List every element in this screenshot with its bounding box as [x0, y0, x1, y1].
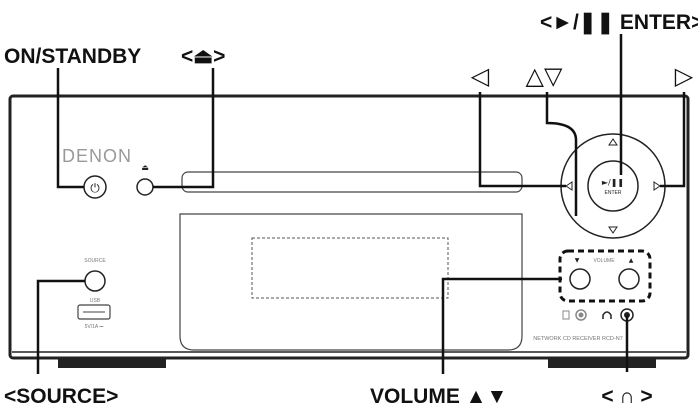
headphone-jack-icon [602, 311, 612, 319]
leader-up-down [545, 92, 578, 216]
leader-lines [36, 34, 686, 374]
callout-volume: VOLUME ▲▼ [370, 385, 507, 408]
callout-play-pause-enter: <►/❚❚ ENTER> [540, 11, 698, 35]
model-label: NETWORK CD RECEIVER RCD-N7 [533, 336, 623, 342]
up-arrow-mark [608, 138, 618, 146]
leader-right [660, 92, 686, 188]
callout-source: <SOURCE> [4, 385, 118, 408]
source-button[interactable] [84, 270, 106, 292]
mic-jack-icon [562, 310, 570, 320]
leader-left [478, 92, 566, 188]
usb-rating-label: 5V/1A ⎓ [85, 324, 104, 330]
leader-on-standby [56, 68, 84, 189]
volume-down-mark: ▼ [575, 257, 580, 264]
callout-eject: <⏏> [181, 45, 225, 68]
disc-slot [181, 171, 523, 193]
brand-logo: DENON [62, 146, 132, 166]
eject-icon: ⏏ [141, 163, 149, 172]
power-icon: ⏻ [90, 181, 100, 195]
callout-right-arrow: ▷ [675, 62, 694, 90]
volume-highlight-box [558, 249, 652, 303]
leader-volume [441, 277, 562, 374]
callout-on-standby: ON/STANDBY [4, 45, 141, 68]
source-label: SOURCE [84, 258, 106, 264]
display-area [251, 237, 449, 299]
callout-left-arrow: ◁ [471, 62, 490, 90]
enter-label: ENTER [605, 190, 622, 196]
usb-label: USB [90, 298, 101, 304]
leader-source [36, 279, 85, 374]
eject-button[interactable] [136, 178, 154, 196]
leader-eject [153, 68, 215, 189]
display-window [179, 213, 523, 351]
callout-headphones: < ∩ > [601, 385, 652, 408]
volume-panel-label: VOLUME [593, 258, 615, 264]
aux-jack-center [578, 312, 584, 318]
volume-down-button[interactable] [569, 268, 591, 290]
enter-play-pause-icon: ►/❚❚ [602, 178, 624, 187]
play-pause-enter-button[interactable] [587, 160, 639, 212]
volume-up-button[interactable] [618, 268, 640, 290]
right-arrow-mark [653, 181, 661, 191]
callout-up-down-arrows: △▽ [526, 62, 563, 90]
left-arrow-mark [565, 181, 573, 191]
volume-up-mark: ▲ [629, 257, 634, 264]
down-arrow-mark [608, 226, 618, 234]
